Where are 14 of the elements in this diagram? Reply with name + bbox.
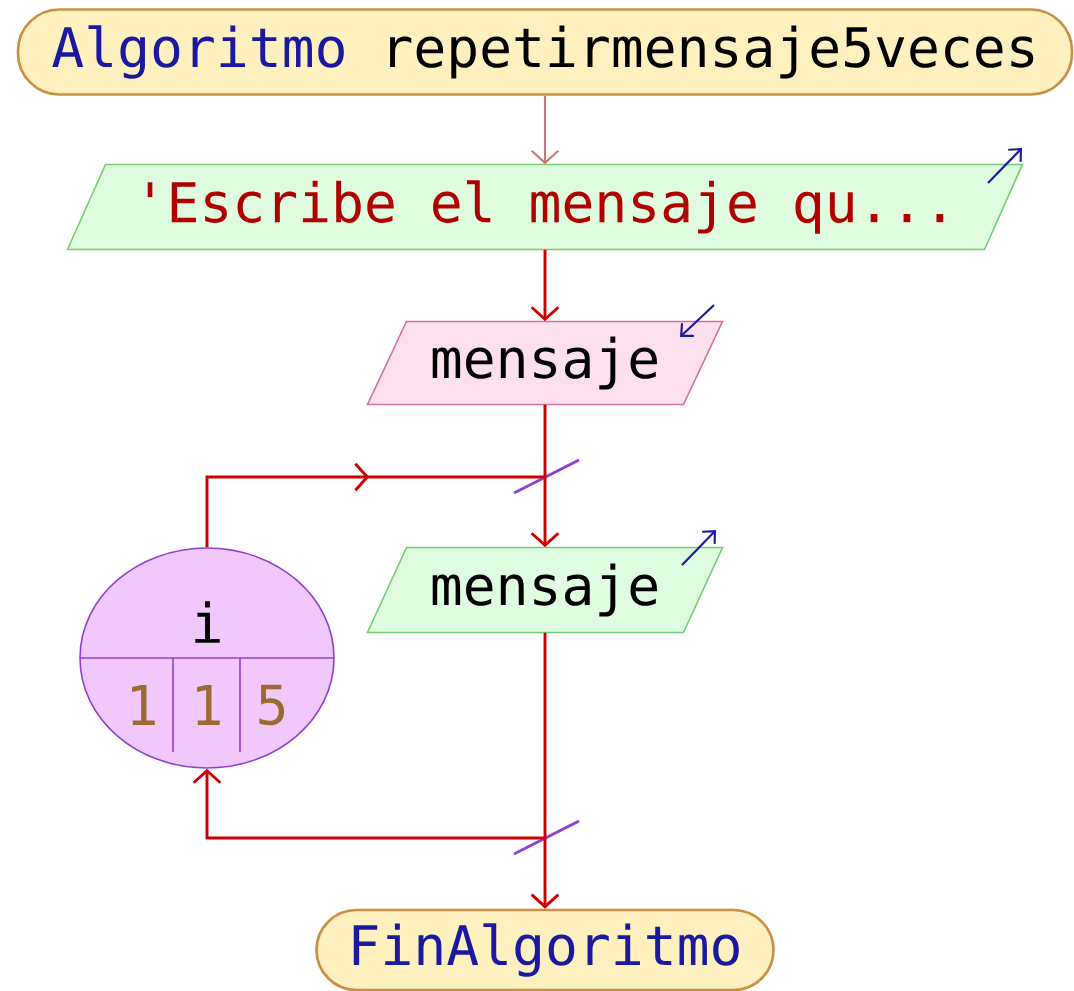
output-parallelogram: 'Escribe el mensaje qu... — [66, 163, 1024, 251]
start-terminal: Algoritmo repetirmensaje5veces — [16, 8, 1074, 96]
arrow — [530, 838, 560, 909]
loop-variable: i — [195, 601, 220, 643]
loop-value: 1 — [132, 685, 155, 725]
end-terminal: FinAlgoritmo — [315, 908, 775, 991]
arrow — [192, 768, 545, 840]
arrow — [530, 249, 560, 322]
input-parallelogram: mensaje — [366, 320, 724, 406]
arrow — [530, 95, 560, 165]
loop-value: 1 — [197, 685, 220, 725]
output-parallelogram: mensaje — [366, 546, 724, 634]
loop-value: 5 — [259, 684, 285, 726]
arrow — [530, 477, 560, 548]
